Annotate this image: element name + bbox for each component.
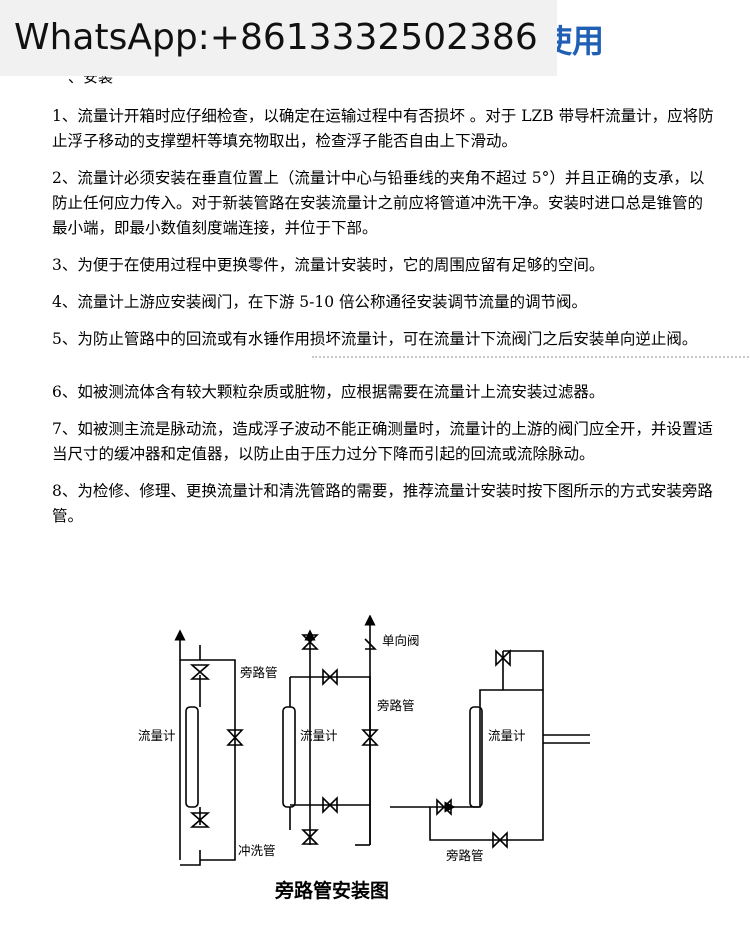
check-valve-label: 单向阀 — [382, 633, 420, 648]
bypass-installation-diagram: 流量计 旁路管 冲洗管 流量计 单向阀 旁路管 流量计 旁路管 旁路管安装图 — [138, 615, 590, 902]
instruction-list: 1、流量计开箱时应仔细检查，以确定在运输过程中有否损坏 。对于 LZB 带导杆流… — [52, 104, 750, 541]
bypass-label-3: 旁路管 — [446, 848, 484, 863]
instruction-item-4: 4、流量计上游应安装阀门，在下游 5-10 倍公称通径安装调节流量的调节阀。 — [52, 293, 588, 311]
instruction-item-2: 2、流量计必须安装在垂直位置上（流量计中心与铅垂线的夹角不超过 5°）并且正确的… — [52, 169, 705, 237]
watermark-banner: WhatsApp:+8613332502386 — [0, 0, 557, 76]
instruction-item-5: 5、为防止管路中的回流或有水锤作用损坏流量计，可在流量计下流阀门之后安装单向逆止… — [52, 330, 698, 348]
diagram-title: 旁路管安装图 — [274, 879, 389, 902]
faded-text-line — [312, 356, 750, 368]
instruction-item-7: 7、如被测主流是脉动流，造成浮子波动不能正确测量时，流量计的上游的阀门应全开，并… — [52, 420, 713, 463]
bypass-label-1: 旁路管 — [240, 665, 278, 680]
flush-pipe-label-1: 冲洗管 — [238, 843, 276, 858]
flowmeter-label-2: 流量计 — [300, 728, 338, 743]
instruction-item-3: 3、为便于在使用过程中更换零件，流量计安装时，它的周围应留有足够的空间。 — [52, 256, 605, 274]
bypass-label-2: 旁路管 — [377, 698, 415, 713]
instruction-item-8: 8、为检修、修理、更换流量计和清洗管路的需要，推荐流量计安装时按下图所示的方式安… — [52, 482, 713, 525]
instruction-item-1: 1、流量计开箱时应仔细检查，以确定在运输过程中有否损坏 。对于 LZB 带导杆流… — [52, 107, 714, 150]
flowmeter-label-3: 流量计 — [488, 728, 526, 743]
flowmeter-label-1: 流量计 — [138, 728, 176, 743]
instruction-item-6: 6、如被测流体含有较大颗粒杂质或脏物，应根据需要在流量计上流安装过滤器。 — [52, 383, 605, 401]
